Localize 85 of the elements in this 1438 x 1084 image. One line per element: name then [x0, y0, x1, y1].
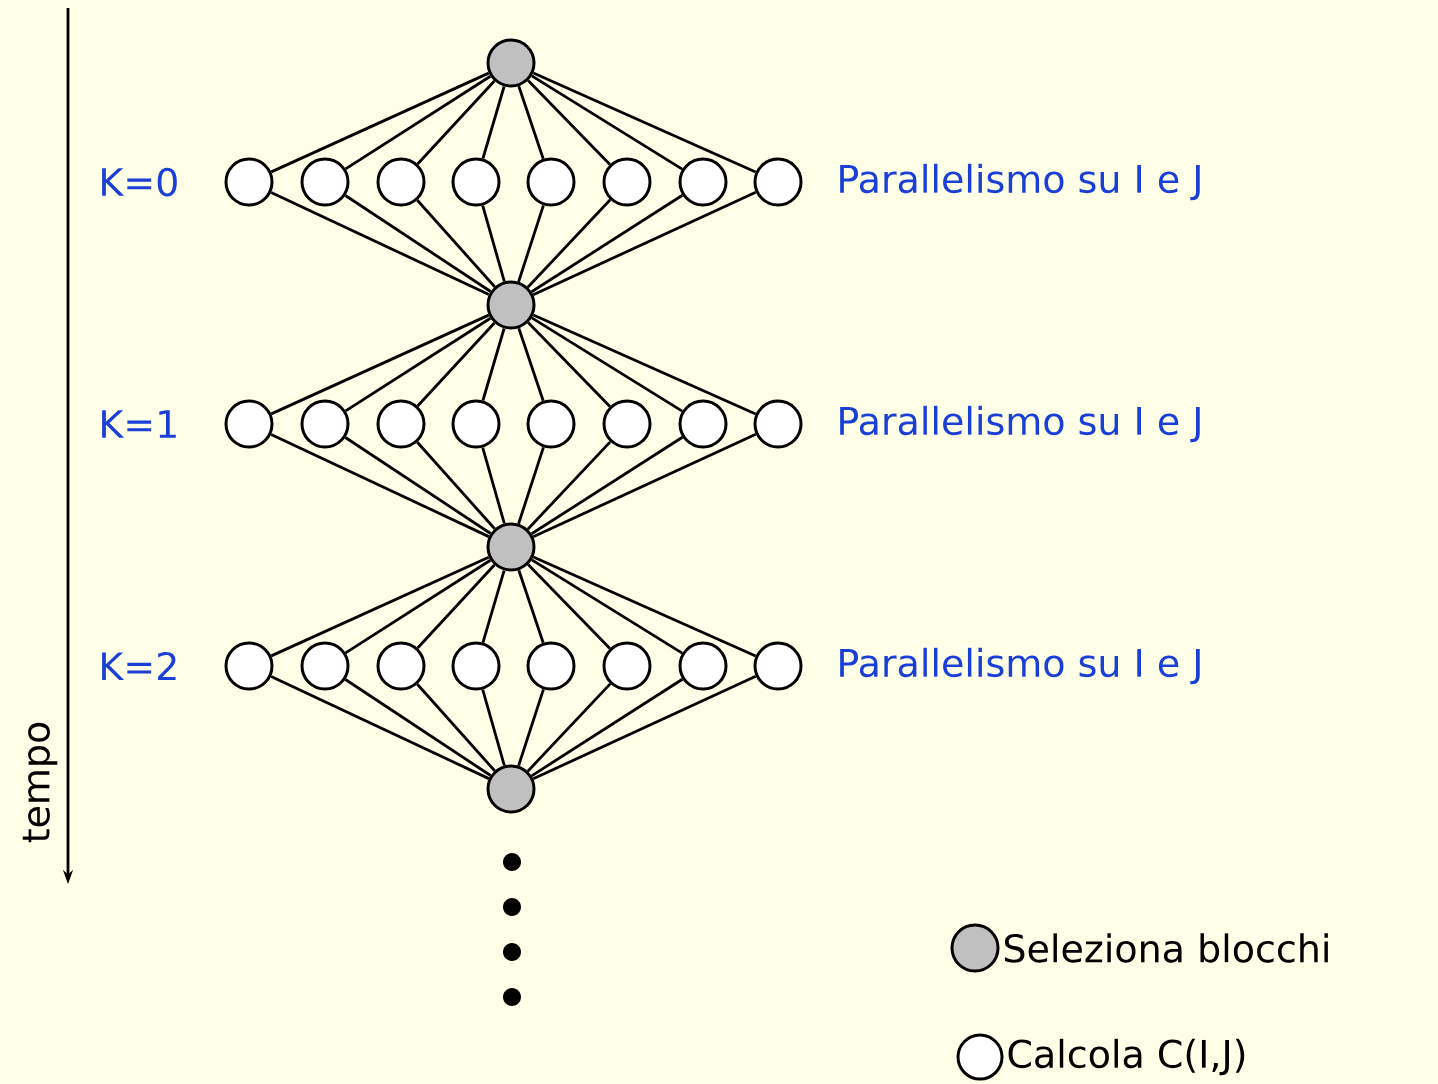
- axis-label: tempo: [22, 722, 58, 843]
- circle-node: [753, 641, 803, 691]
- connector-line: [527, 563, 611, 650]
- circle-node: [602, 399, 652, 449]
- circle-node: [376, 399, 426, 449]
- circle-node: [526, 399, 576, 449]
- connector-line: [416, 441, 496, 530]
- connector-line: [531, 558, 683, 655]
- connector-line: [527, 79, 611, 166]
- circle-node: [486, 280, 536, 330]
- connector-line: [270, 675, 490, 780]
- connector-line: [531, 316, 683, 413]
- circle-node: [224, 641, 274, 691]
- row-caption: Parallelismo su I e J: [840, 647, 1200, 685]
- connector-line: [517, 204, 545, 283]
- connector-line: [517, 327, 545, 402]
- circle-node: [451, 157, 501, 207]
- connector-line: [531, 74, 683, 171]
- connector-line: [344, 75, 492, 170]
- connector-line: [526, 198, 612, 289]
- connector-line: [481, 86, 506, 159]
- connector-line: [481, 689, 506, 766]
- connector-line: [532, 433, 757, 539]
- connector-line: [270, 433, 490, 538]
- circle-node: [753, 157, 803, 207]
- connector-line: [532, 555, 757, 658]
- circle-node: [486, 522, 536, 572]
- circle-node: [678, 157, 728, 207]
- circle-node: [300, 641, 350, 691]
- connector-line: [517, 688, 545, 767]
- circle-node: [300, 399, 350, 449]
- connector-line: [344, 436, 492, 535]
- connector-line: [270, 71, 490, 174]
- circle-node: [602, 157, 652, 207]
- circle-node: [376, 641, 426, 691]
- connector-line: [344, 559, 492, 654]
- circle-node: [224, 157, 274, 207]
- connector-line: [270, 313, 490, 416]
- connector-line: [481, 570, 506, 643]
- connector-line: [517, 446, 545, 525]
- connector-line: [532, 191, 757, 297]
- connector-line: [270, 555, 490, 658]
- connector-line: [530, 194, 684, 293]
- legend-text: Calcola C(I,J): [1008, 1038, 1245, 1076]
- connector-line: [416, 564, 496, 649]
- connector-line: [416, 322, 496, 407]
- connector-line: [532, 675, 757, 781]
- connector-line: [530, 678, 684, 777]
- circle-node: [486, 38, 536, 88]
- connector-line: [532, 313, 757, 416]
- circle-node: [486, 764, 536, 814]
- connector-line: [270, 191, 490, 296]
- connector-line: [481, 447, 506, 524]
- connector-line: [532, 71, 757, 174]
- connector-line: [526, 440, 612, 531]
- row-label: K=0: [102, 167, 177, 197]
- connector-line: [416, 199, 496, 288]
- circle-node: [376, 157, 426, 207]
- row-caption: Parallelismo su I e J: [840, 405, 1200, 443]
- circle-node: [526, 157, 576, 207]
- connector-line: [416, 683, 496, 772]
- connector-line: [527, 321, 611, 408]
- connector-line: [481, 328, 506, 401]
- row-label: K=1: [102, 410, 176, 438]
- circle-node: [678, 399, 728, 449]
- circle-node: [602, 641, 652, 691]
- connector-line: [344, 678, 492, 777]
- connector-line: [344, 317, 492, 412]
- row-caption: Parallelismo su I e J: [840, 163, 1200, 201]
- circle-node: [753, 399, 803, 449]
- row-label: K=2: [102, 651, 176, 681]
- circle-node: [300, 157, 350, 207]
- circle-node: [678, 641, 728, 691]
- connector-line: [344, 194, 492, 293]
- circle-node: [224, 399, 274, 449]
- circle-node: [451, 641, 501, 691]
- circle-node: [451, 399, 501, 449]
- circle-node: [526, 641, 576, 691]
- connector-line: [517, 569, 545, 644]
- connector-line: [526, 682, 612, 773]
- legend-text: Seleziona blocchi: [1004, 933, 1328, 963]
- connector-line: [481, 205, 506, 282]
- connector-line: [416, 80, 496, 165]
- connector-line: [517, 85, 545, 160]
- connector-line: [530, 436, 684, 535]
